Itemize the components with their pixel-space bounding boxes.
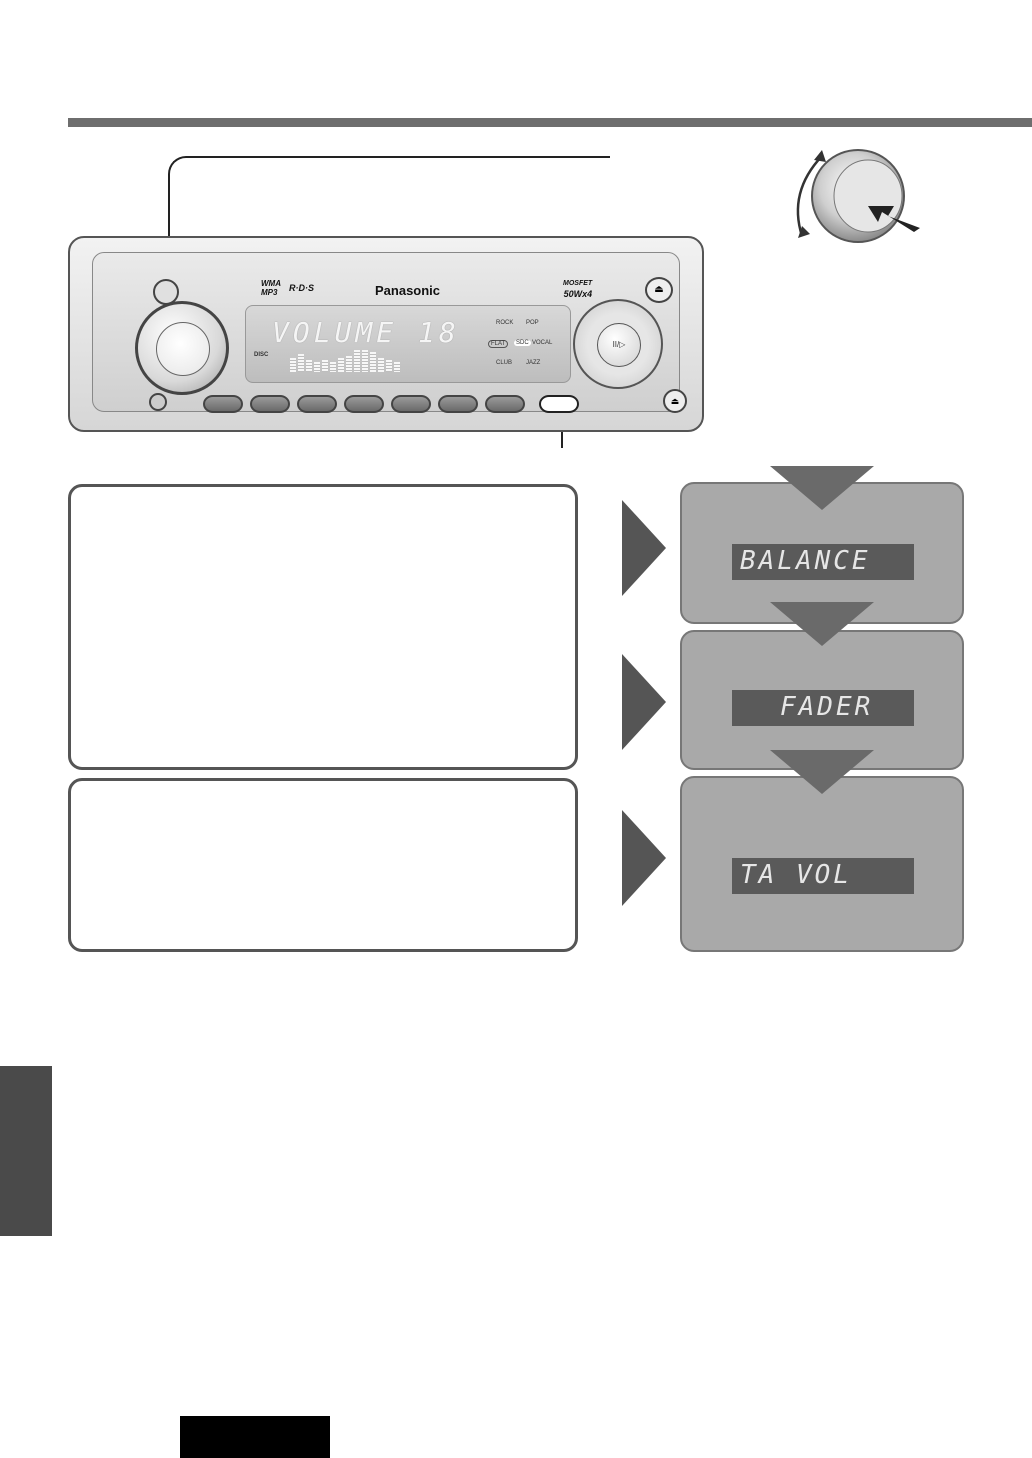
eq-bar bbox=[346, 356, 352, 372]
eq-mode-labels: ROCK POP FLAT SDC VOCAL CLUB JAZZ bbox=[466, 316, 566, 376]
display-lcd: BALANCE bbox=[732, 544, 914, 580]
preset-button-5[interactable] bbox=[391, 395, 431, 413]
eq-bar bbox=[330, 362, 336, 372]
eq-bar bbox=[394, 362, 400, 372]
volume-knob[interactable] bbox=[135, 301, 229, 395]
eq-bar bbox=[322, 360, 328, 372]
eq-bar bbox=[314, 362, 320, 372]
main-lcd: VOLUME 18 DISC ROCK POP bbox=[245, 305, 571, 383]
brand-logo: Panasonic bbox=[375, 283, 441, 298]
arrow-right-icon bbox=[622, 654, 666, 750]
display-panel-fader: FADER bbox=[680, 630, 964, 770]
display-text: BALANCE bbox=[740, 546, 871, 576]
power-button[interactable] bbox=[153, 279, 179, 305]
car-stereo-illustration: WMA MP3 R·D·S Panasonic MOSFET 50Wx4 VOL… bbox=[68, 236, 704, 432]
power-rating: 50Wx4 bbox=[563, 289, 593, 299]
mosfet-badge: MOSFET 50Wx4 bbox=[563, 279, 592, 299]
eq-bar bbox=[306, 360, 312, 372]
navigation-ring[interactable]: II/▷ bbox=[573, 299, 663, 389]
eq-mode-club: CLUB bbox=[496, 360, 513, 366]
display-panel-tavol: TA VOL bbox=[680, 776, 964, 952]
display-panel-balance: BALANCE bbox=[680, 482, 964, 624]
eq-bar bbox=[298, 354, 304, 372]
eq-bar bbox=[290, 358, 296, 372]
preset-button-6[interactable] bbox=[438, 395, 478, 413]
eq-mode-jazz: JAZZ bbox=[526, 360, 541, 366]
eq-mode-selected: SDC bbox=[514, 340, 531, 346]
disc-indicator: DISC bbox=[254, 352, 269, 358]
mosfet-label: MOSFET bbox=[563, 280, 593, 287]
rds-badge: R·D·S bbox=[289, 283, 314, 293]
display-text: TA VOL bbox=[740, 860, 852, 890]
preset-button-1[interactable] bbox=[203, 395, 243, 413]
open-panel-icon[interactable]: ⏏ bbox=[663, 389, 687, 413]
preset-button-2[interactable] bbox=[250, 395, 290, 413]
reset-button[interactable] bbox=[149, 393, 167, 411]
arrow-down-icon bbox=[770, 602, 874, 646]
instruction-box-2 bbox=[68, 778, 578, 952]
eq-bar bbox=[370, 352, 376, 372]
eq-bar bbox=[378, 358, 384, 372]
arrow-right-icon bbox=[622, 810, 666, 906]
eq-bar bbox=[386, 360, 392, 372]
wma-mp3-badge: WMA MP3 bbox=[261, 279, 281, 297]
section-side-tab bbox=[0, 1066, 52, 1236]
instruction-box-1 bbox=[68, 484, 578, 770]
display-lcd: TA VOL bbox=[732, 858, 914, 894]
eq-bar bbox=[362, 350, 368, 372]
arrow-down-icon bbox=[770, 466, 874, 510]
eq-mode-vocal: VOCAL bbox=[532, 340, 553, 346]
preset-button-4[interactable] bbox=[344, 395, 384, 413]
eq-bar bbox=[338, 358, 344, 372]
eq-mode-flat: FLAT bbox=[488, 340, 509, 348]
header-rule bbox=[68, 118, 1032, 127]
volume-knob-center bbox=[156, 322, 210, 376]
eq-bar bbox=[354, 350, 360, 372]
spectrum-analyzer bbox=[286, 306, 436, 384]
preset-button-7[interactable] bbox=[485, 395, 525, 413]
arrow-right-icon bbox=[622, 500, 666, 596]
page-footer-block bbox=[180, 1416, 330, 1458]
display-lcd: FADER bbox=[732, 690, 914, 726]
play-pause-button[interactable]: II/▷ bbox=[597, 323, 641, 367]
preset-button-3[interactable] bbox=[297, 395, 337, 413]
arrow-down-icon bbox=[770, 750, 874, 794]
display-text: FADER bbox=[780, 692, 874, 722]
lcd-text: VOLUME 18 bbox=[272, 316, 460, 349]
rotate-press-knob-icon bbox=[796, 149, 920, 243]
eject-icon[interactable]: ⏏ bbox=[645, 277, 673, 303]
sel-button[interactable] bbox=[539, 395, 579, 413]
eq-mode-pop: POP bbox=[526, 320, 539, 326]
eq-mode-rock: ROCK bbox=[496, 320, 514, 326]
faceplate: WMA MP3 R·D·S Panasonic MOSFET 50Wx4 VOL… bbox=[92, 252, 687, 413]
